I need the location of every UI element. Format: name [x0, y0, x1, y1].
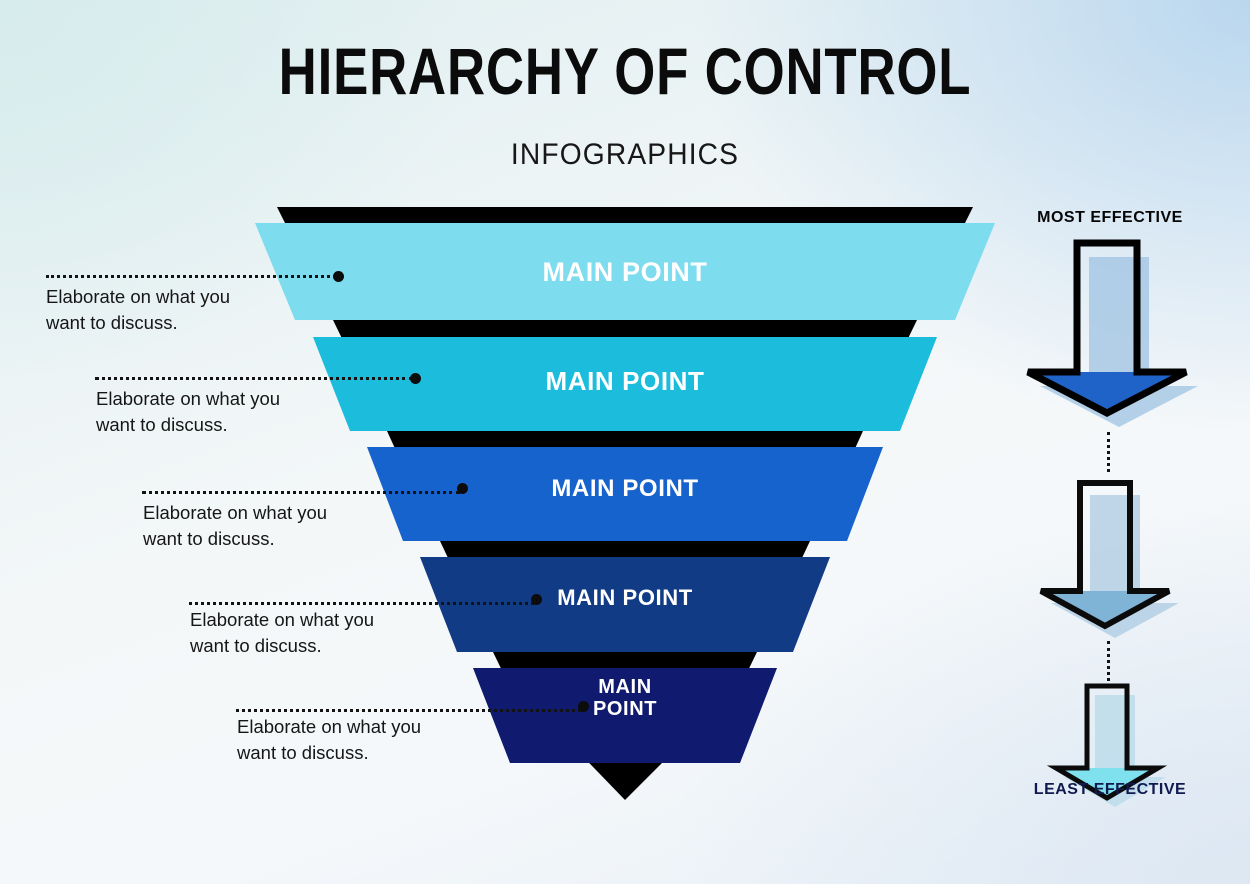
arrow-large [1023, 238, 1198, 427]
callout-text-2: Elaborate on what you want to discuss. [96, 388, 281, 436]
arrow-large-svg [1026, 239, 1198, 427]
funnel-svg [255, 207, 995, 800]
callout-text-5: Elaborate on what you want to discuss. [237, 716, 422, 764]
funnel-layer-5 [473, 668, 777, 763]
page-subtitle: INFOGRAPHICS [510, 138, 740, 171]
dotted-connector-1 [1107, 432, 1113, 472]
funnel-layer-1 [255, 223, 995, 320]
most-effective-label: MOST EFFECTIVE [1037, 209, 1183, 226]
callout-text-1: Elaborate on what you want to discuss. [46, 286, 231, 334]
page-title: HIERARCHY OF CONTROL [278, 34, 972, 108]
least-effective-label: LEAST EFFECTIVE [1033, 781, 1187, 798]
funnel-layer-4 [420, 557, 830, 652]
leader-line-5 [236, 709, 581, 715]
leader-dot-5 [578, 701, 589, 712]
leader-dot-1 [333, 271, 344, 282]
callout-text-4: Elaborate on what you want to discuss. [190, 609, 375, 657]
arrow-medium [1036, 478, 1186, 638]
arrow-medium-svg [1039, 480, 1179, 638]
leader-line-2 [95, 377, 413, 383]
funnel-layer-3 [367, 447, 883, 541]
leader-dot-4 [531, 594, 542, 605]
leader-line-1 [46, 275, 336, 281]
leader-line-3 [142, 491, 460, 497]
leader-dot-3 [457, 483, 468, 494]
arrow-small [1046, 682, 1172, 807]
funnel-layer-2 [313, 337, 937, 431]
effectiveness-scale: MOST EFFECTIVE [1000, 200, 1220, 810]
dotted-connector-2 [1107, 641, 1113, 681]
leader-line-4 [189, 602, 534, 608]
arrow-small-svg [1046, 683, 1168, 807]
leader-dot-2 [410, 373, 421, 384]
callout-text-3: Elaborate on what you want to discuss. [143, 502, 328, 550]
